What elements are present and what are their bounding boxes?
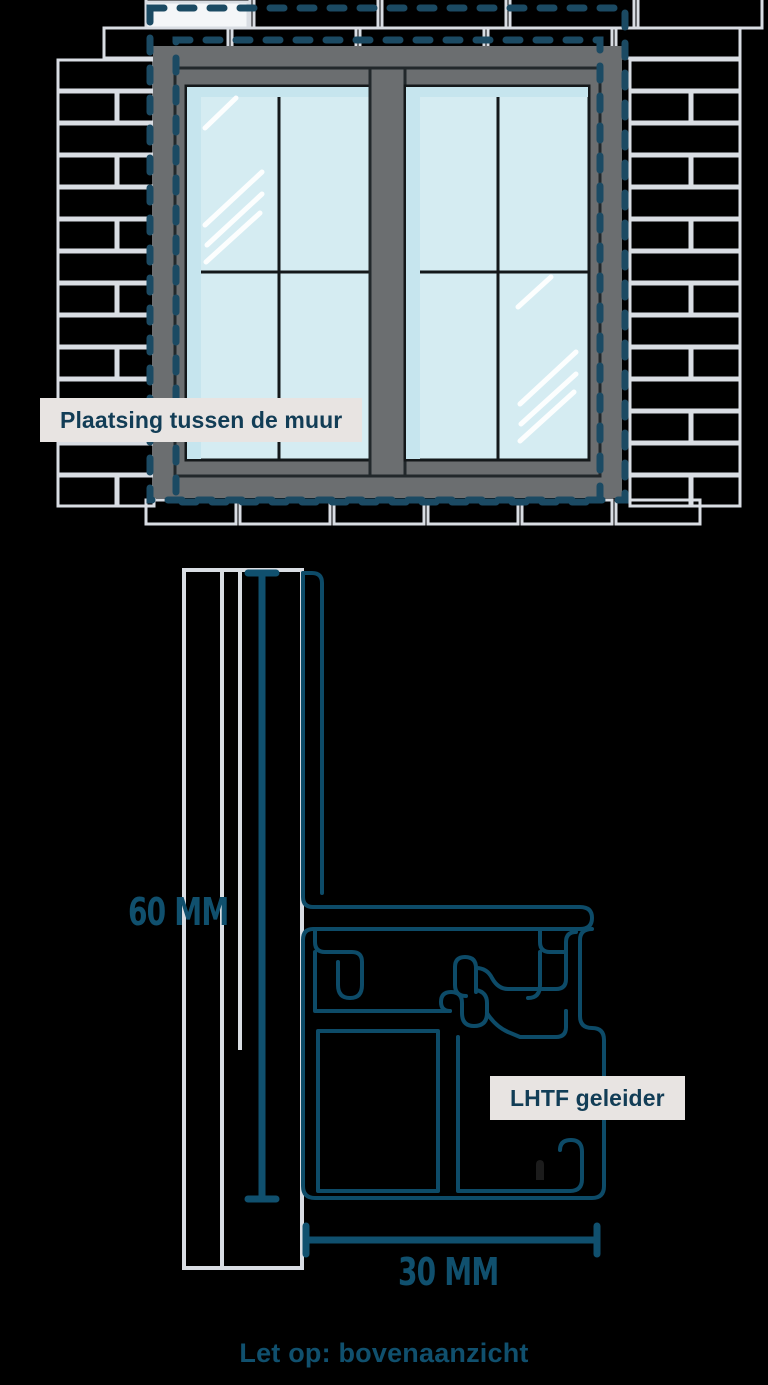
brick-row: [628, 58, 742, 508]
lhtf-profile: [301, 571, 606, 1200]
window-mullion: [368, 66, 407, 478]
footnote-text: Let op: bovenaanzicht: [239, 1338, 529, 1368]
callout-wall-placement-label: Plaatsing tussen de muur: [60, 406, 343, 433]
wall-section-lines: [182, 568, 304, 1270]
cross-section-topview: [182, 568, 606, 1270]
dashed-outline-outer: [146, 4, 629, 504]
dimension-vertical-60mm: [244, 569, 280, 1203]
dimension-label-vertical: 60 MM: [128, 890, 229, 934]
callout-lhtf-guide[interactable]: LHTF geleider: [490, 1076, 707, 1134]
dashed-outline-inner: [172, 36, 604, 506]
glass-highlights: [202, 95, 579, 444]
profile-nub: [536, 1160, 544, 1180]
dimension-lines: [244, 569, 601, 1258]
dimension-horizontal-30mm: [302, 1222, 601, 1258]
callout-wall-placement[interactable]: Plaatsing tussen de muur: [18, 398, 363, 456]
dimension-label-horizontal: 30 MM: [398, 1250, 499, 1294]
sash-right: [403, 84, 591, 462]
callout-lhtf-guide-label: LHTF geleider: [510, 1084, 665, 1111]
brick-row: [144, 0, 764, 30]
sash-left: [184, 84, 372, 462]
opening-dashed-outlines: [146, 4, 629, 506]
lhtf-profile-detail: [538, 927, 568, 954]
